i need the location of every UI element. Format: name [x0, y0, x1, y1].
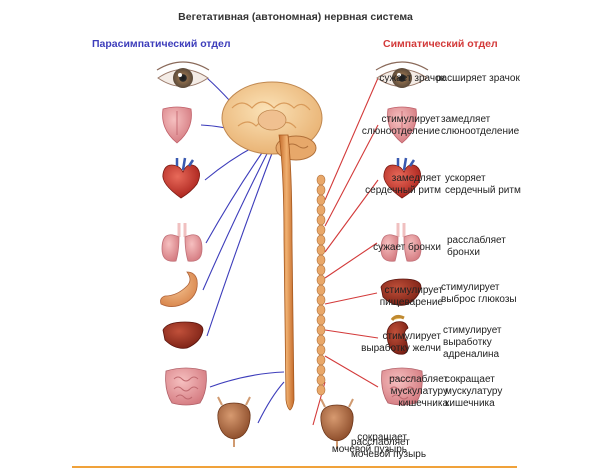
ganglion [316, 294, 326, 306]
bottom-divider [72, 466, 517, 468]
ganglion [316, 194, 326, 206]
ganglion [316, 234, 326, 246]
ganglion [316, 304, 326, 316]
liver-icon [162, 321, 204, 349]
ganglion [316, 344, 326, 356]
ganglion [316, 174, 326, 186]
sympathetic-label-1: замедляет слюноотделение [441, 114, 520, 137]
sympathetic-nerves [312, 77, 379, 426]
parasympathetic-nerve-4 [202, 139, 275, 291]
ganglion [316, 244, 326, 256]
lungs-icon [160, 221, 204, 263]
ganglion [316, 214, 326, 226]
parasympathetic-nerve-5 [206, 139, 278, 337]
ganglion [316, 264, 326, 276]
parasympathetic-label-5: стимулирует выработку желчи [361, 331, 441, 354]
sympathetic-label-6: сокращает мускулатуру кишечника [445, 374, 503, 409]
parasympathetic-label-2: замедляет сердечный ритм [365, 173, 441, 196]
parasympathetic-label-4: стимулирует пищеварение [379, 285, 443, 308]
brain-icon [221, 81, 323, 161]
ganglion [316, 274, 326, 286]
sympathetic-label-7: расслабляет мочевой пузырь [351, 437, 427, 460]
ganglion [316, 334, 326, 346]
ganglion [316, 324, 326, 336]
parasympathetic-label-1: стимулирует слюноотделение [361, 114, 440, 137]
page-title: Вегетативная (автономная) нервная систем… [178, 11, 413, 23]
ganglion [316, 374, 326, 386]
ganglion [316, 314, 326, 326]
spinal-cord-icon [278, 134, 295, 411]
eye-icon [156, 61, 210, 89]
ganglion [316, 364, 326, 376]
ganglion [316, 354, 326, 366]
sympathetic-label-3: расслабляет бронхи [447, 235, 506, 258]
sympathetic-nerve-2 [324, 179, 379, 253]
ganglion [316, 384, 326, 396]
intestine-icon [165, 367, 207, 406]
heart-icon [161, 156, 201, 200]
sympathetic-heading: Симпатический отдел [383, 38, 498, 50]
sympathetic-nerve-7 [312, 381, 326, 426]
ganglion [316, 184, 326, 196]
tongue-icon [162, 106, 192, 144]
parasympathetic-label-7: сокращает мочевой пузырь [331, 432, 407, 455]
sympathetic-label-0: расширяет зрачок [436, 73, 520, 84]
parasympathetic-heading: Парасимпатический отдел [92, 38, 231, 50]
ganglion [316, 224, 326, 236]
stomach-icon [160, 271, 198, 307]
parasympathetic-label-3: сужает бронхи [373, 242, 441, 253]
sympathetic-nerve-5 [324, 329, 379, 339]
bladder-icon [216, 396, 252, 448]
ganglion [316, 284, 326, 296]
parasympathetic-label-0: сужает зрачок [379, 73, 445, 84]
sympathetic-nerve-4 [324, 292, 378, 305]
sympathetic-chain-icon [316, 174, 326, 396]
ganglion [316, 254, 326, 266]
parasympathetic-label-6: расслабляет мускулатуру кишечника [389, 374, 448, 409]
sympathetic-label-2: ускоряет сердечный ритм [445, 173, 521, 196]
sympathetic-label-4: стимулирует выброс глюкозы [441, 282, 517, 305]
parasympathetic-nerve-7 [257, 381, 285, 424]
sympathetic-nerve-1 [324, 124, 379, 227]
ganglion [316, 204, 326, 216]
sympathetic-label-5: стимулирует выработку адреналина [443, 325, 502, 360]
parasympathetic-nerve-6 [209, 371, 285, 388]
sympathetic-nerve-3 [324, 242, 378, 279]
sympathetic-nerve-6 [324, 355, 379, 388]
sympathetic-nerve-0 [324, 77, 379, 201]
